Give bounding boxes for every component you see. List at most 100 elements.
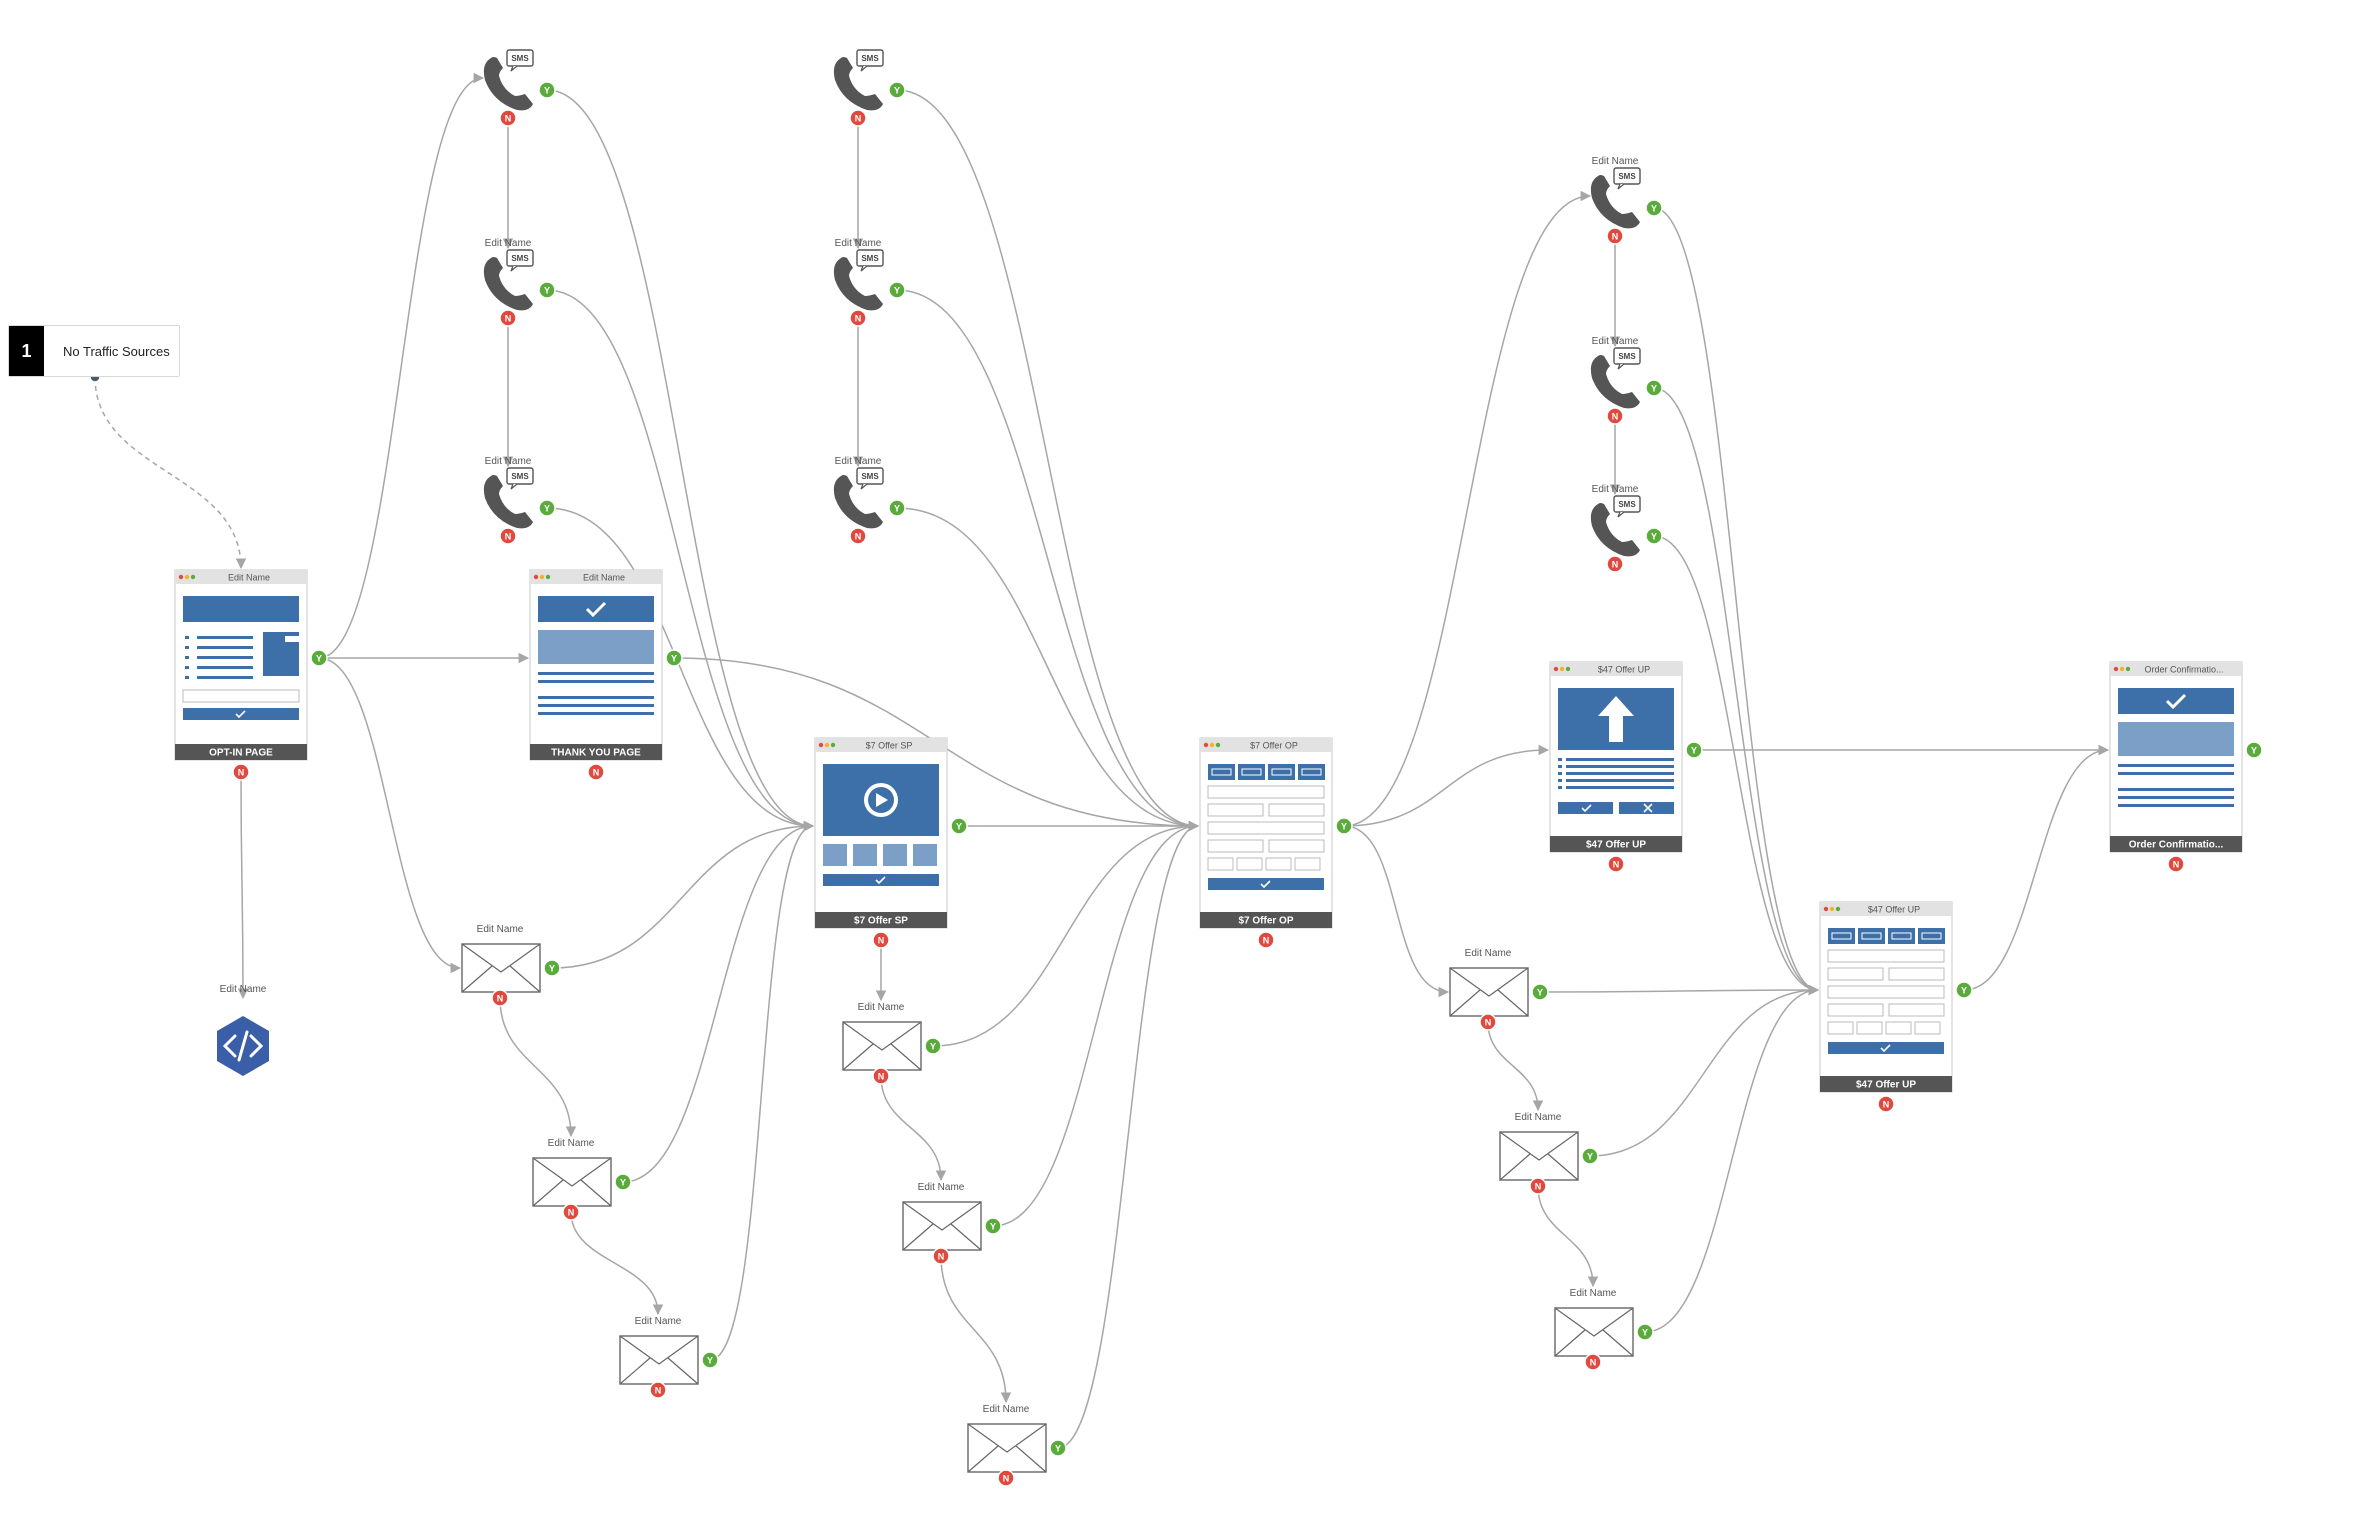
yes-connector[interactable]: Y (701, 1351, 719, 1369)
envelope-flap (619, 1335, 699, 1385)
yes-connector[interactable]: Y (1645, 199, 1663, 217)
code-node[interactable]: Edit Name (217, 984, 269, 1076)
yes-connector[interactable]: Y (1685, 741, 1703, 759)
connector-letter: Y (1651, 532, 1657, 542)
no-connector[interactable]: N (1479, 1013, 1497, 1031)
no-connector[interactable]: N (849, 309, 867, 327)
page-caption: $7 Offer SP (854, 916, 908, 927)
connector-letter: Y (1691, 746, 1697, 756)
yes-connector[interactable]: Y (888, 81, 906, 99)
no-connector[interactable]: N (932, 1247, 950, 1265)
no-connector[interactable]: N (1877, 1095, 1895, 1113)
yes-connector[interactable]: Y (538, 81, 556, 99)
yes-connector[interactable]: Y (1645, 379, 1663, 397)
yes-connector[interactable]: Y (950, 817, 968, 835)
yes-connector[interactable]: Y (1531, 983, 1549, 1001)
no-connector[interactable]: N (232, 763, 250, 781)
no-connector[interactable]: N (872, 1067, 890, 1085)
yes-connector[interactable]: Y (665, 649, 683, 667)
no-connector[interactable]: N (849, 109, 867, 127)
yes-connector[interactable]: Y (1581, 1147, 1599, 1165)
page-block (285, 636, 299, 642)
page-block (823, 844, 847, 866)
no-connector[interactable]: N (649, 1381, 667, 1399)
yes-connector[interactable]: Y (888, 499, 906, 517)
no-connector[interactable]: N (1606, 407, 1624, 425)
connector-dot (1636, 1323, 1654, 1341)
no-connector[interactable]: N (587, 763, 605, 781)
yes-connector[interactable]: Y (1955, 981, 1973, 999)
connection-line (318, 72, 485, 659)
yes-connector[interactable]: Y (888, 281, 906, 299)
page-block (1827, 1003, 1884, 1017)
no-connector[interactable]: N (849, 527, 867, 545)
yes-connector[interactable]: Y (538, 281, 556, 299)
sms-bubble-text: SMS (861, 54, 879, 63)
sms-node-label: Edit Name (485, 238, 532, 249)
traffic-source-node[interactable]: 1 No Traffic Sources (8, 325, 180, 377)
no-connector[interactable]: N (1606, 227, 1624, 245)
yes-connector[interactable]: Y (1335, 817, 1353, 835)
sms-bubble-icon (856, 467, 884, 485)
yes-connector[interactable]: Y (538, 499, 556, 517)
no-connector[interactable]: N (562, 1203, 580, 1221)
page-node-conf[interactable]: Order Confirmatio...Order Confirmatio...… (2109, 661, 2263, 873)
yes-connector[interactable]: Y (543, 959, 561, 977)
connection-line (709, 820, 815, 1361)
no-connector[interactable]: N (872, 931, 890, 949)
no-connector[interactable]: N (491, 989, 509, 1007)
no-connector[interactable]: N (997, 1469, 1015, 1487)
no-connector[interactable]: N (499, 309, 517, 327)
connector-letter: N (855, 114, 862, 124)
connector-letter: N (1613, 860, 1620, 870)
yes-connector[interactable]: Y (1049, 1439, 1067, 1457)
no-connector[interactable]: N (499, 527, 517, 545)
yes-connector[interactable]: Y (1645, 527, 1663, 545)
connection-lines (94, 72, 2110, 1449)
connector-dot (888, 499, 906, 517)
yes-connector[interactable]: Y (984, 1217, 1002, 1235)
no-connector[interactable]: N (1584, 1353, 1602, 1371)
yes-connector[interactable]: Y (310, 649, 328, 667)
connector-dot (232, 763, 250, 781)
no-connector[interactable]: N (1607, 855, 1625, 873)
yes-connector[interactable]: Y (2245, 741, 2263, 759)
connector-dot (1645, 527, 1663, 545)
connector-dot (1645, 379, 1663, 397)
yes-connector[interactable]: Y (924, 1037, 942, 1055)
no-connector[interactable]: N (1257, 931, 1275, 949)
no-connector[interactable]: N (499, 109, 517, 127)
no-connector[interactable]: N (1529, 1177, 1547, 1195)
no-connector[interactable]: N (2167, 855, 2185, 873)
page-block (197, 676, 253, 679)
window-dot-icon (1559, 666, 1565, 672)
yes-connector[interactable]: Y (1636, 1323, 1654, 1341)
no-connector[interactable]: N (1606, 555, 1624, 573)
sms-node-s2a[interactable]: SMS Y N (833, 49, 906, 127)
yes-connector[interactable]: Y (614, 1173, 632, 1191)
